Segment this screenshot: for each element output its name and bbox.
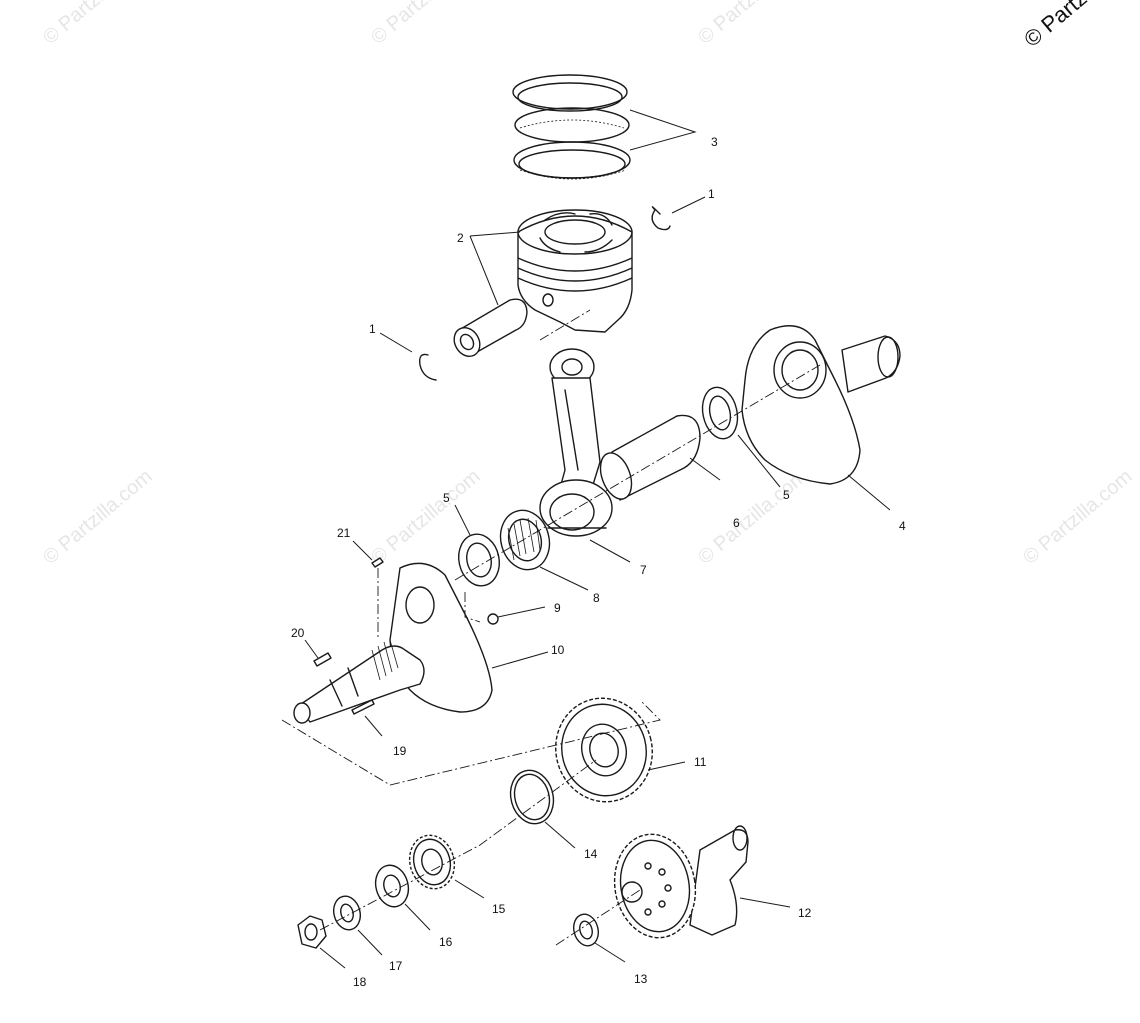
watermark-text: © Partzilla.com [39, 465, 156, 568]
steel-ball [487, 613, 499, 625]
callout-6: 6 [733, 516, 740, 530]
spacer-nut [374, 864, 410, 908]
callout-12: 12 [798, 906, 812, 920]
callout-labels: 1 1 2 3 4 5 5 6 7 8 9 10 11 12 13 14 15 … [291, 135, 906, 989]
callout-10: 10 [551, 643, 565, 657]
piston [453, 209, 633, 358]
callout-2: 2 [457, 231, 464, 245]
washer-small [572, 913, 600, 947]
circlip [418, 206, 671, 381]
needle-bearing [499, 509, 551, 571]
callout-17: 17 [389, 959, 403, 973]
callout-13: 13 [634, 972, 648, 986]
key-pin [371, 557, 384, 568]
dowel-pin [351, 699, 375, 715]
hex-nut [297, 915, 327, 949]
callout-15: 15 [492, 902, 506, 916]
crank-pin [599, 414, 701, 501]
callout-11: 11 [694, 755, 707, 769]
balancer-shaft [613, 825, 749, 939]
callout-1: 1 [708, 187, 715, 201]
callout-8: 8 [593, 591, 600, 605]
small-gear [408, 834, 456, 890]
watermark-text: © Partzilla.com [367, 0, 484, 49]
callout-1: 1 [369, 322, 376, 336]
watermark-text: © Partzilla.com [39, 0, 156, 49]
callout-16: 16 [439, 935, 453, 949]
callout-3: 3 [711, 135, 718, 149]
callout-18: 18 [353, 975, 367, 989]
callout-5: 5 [443, 491, 450, 505]
watermark-text: © Partzilla.com [694, 0, 811, 49]
connecting-rod [539, 348, 613, 537]
crank-half-right [741, 325, 901, 485]
callout-14: 14 [584, 847, 598, 861]
crank-half-left [293, 562, 493, 724]
callout-7: 7 [640, 563, 647, 577]
thrust-washer [458, 386, 739, 587]
drive-gear [555, 697, 653, 803]
callout-9: 9 [554, 601, 561, 615]
watermark-text: © Partzilla.com [1019, 465, 1136, 568]
snap-ring [509, 769, 555, 825]
callout-20: 20 [291, 626, 305, 640]
watermark-text: © Partzilla.com [694, 465, 811, 568]
callout-21: 21 [337, 526, 351, 540]
assembly-center-lines [281, 309, 821, 946]
callout-19: 19 [393, 744, 407, 758]
piston-rings [512, 74, 631, 180]
callout-5: 5 [783, 488, 790, 502]
corner-copyright: © Partzilla.com [1019, 0, 1140, 52]
lock-washer [332, 895, 362, 931]
leader-lines [304, 109, 891, 969]
woodruff-key [313, 652, 332, 667]
callout-4: 4 [899, 519, 906, 533]
